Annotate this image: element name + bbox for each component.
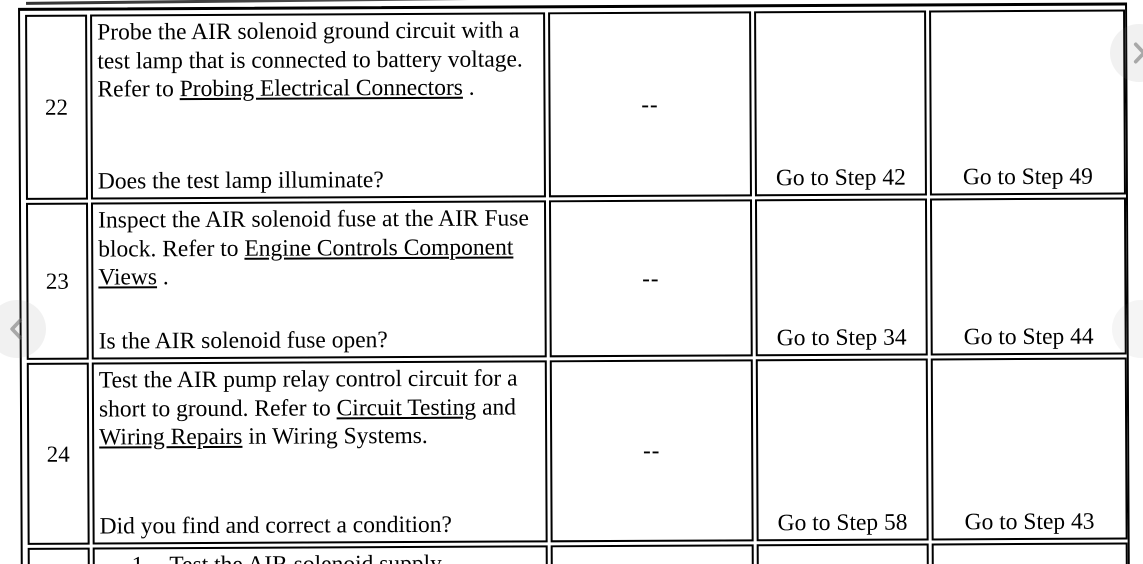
step-number: 24: [46, 441, 70, 467]
list-number: 1.: [132, 551, 150, 564]
yes-result-cell: Go to Step 42: [754, 10, 927, 197]
numbered-action-item: 1. Test the AIR solenoid supply: [100, 549, 540, 564]
yes-result-cell: [756, 543, 929, 564]
reference-link[interactable]: Probing Electrical Connectors: [179, 74, 463, 103]
yes-result-cell: Go to Step 34: [754, 198, 928, 357]
paragraph-spacer: [99, 450, 539, 512]
step-number-cell: 24: [26, 362, 90, 545]
action-question: Did you find and correct a condition?: [99, 511, 453, 540]
value-text: --: [642, 437, 661, 463]
no-result-cell: Go to Step 49: [929, 9, 1126, 196]
chevron-right-icon: [1133, 42, 1143, 64]
action-description-cell: Test the AIR pump relay control circuit …: [91, 360, 548, 545]
no-goto-step[interactable]: Go to Step 44: [963, 323, 1094, 351]
yes-goto-step[interactable]: Go to Step 58: [777, 509, 908, 537]
table-row: 23 Inspect the AIR solenoid fuse at the …: [25, 197, 1127, 360]
action-description-cell: 1. Test the AIR solenoid supply: [92, 545, 548, 564]
no-result-cell: Go to Step 43: [930, 357, 1128, 541]
value-text: --: [641, 91, 659, 117]
yes-goto-step[interactable]: Go to Step 34: [776, 324, 907, 352]
action-text-mid: and: [476, 393, 517, 421]
value-text: [553, 546, 752, 564]
action-text-body: Test the AIR solenoid supply: [169, 550, 442, 564]
table-row: 22 Probe the AIR solenoid ground circuit…: [25, 9, 1126, 200]
action-text-tail: .: [462, 74, 475, 101]
value-cell: --: [549, 359, 754, 543]
action-text-tail: in Wiring Systems.: [242, 422, 428, 450]
no-result-cell: Go to Step 44: [929, 197, 1127, 356]
yes-result-cell: Go to Step 58: [755, 358, 929, 542]
previous-page-button[interactable]: [0, 300, 46, 358]
reference-link-secondary[interactable]: Wiring Repairs: [99, 423, 243, 451]
reference-link[interactable]: Circuit Testing: [336, 394, 477, 421]
chevron-left-icon: [10, 318, 23, 340]
no-result-cell: [931, 542, 1128, 564]
value-cell: --: [548, 199, 753, 358]
step-number: 22: [44, 94, 69, 120]
no-goto-step[interactable]: [934, 545, 1126, 564]
action-description-cell: Inspect the AIR solenoid fuse at the AIR…: [90, 200, 547, 360]
yes-goto-step[interactable]: Go to Step 42: [775, 164, 906, 192]
table-row-partial: 1. Test the AIR solenoid supply: [27, 542, 1128, 564]
action-text-tail: .: [156, 264, 169, 291]
table-row: 24 Test the AIR pump relay control circu…: [26, 357, 1128, 545]
no-goto-step[interactable]: Go to Step 43: [964, 508, 1095, 536]
paragraph-spacer: [98, 102, 538, 167]
value-text: --: [642, 265, 660, 291]
yes-goto-step[interactable]: [759, 545, 927, 564]
action-text: Probe the AIR solenoid ground circuit wi…: [97, 16, 537, 104]
action-question: Does the test lamp illuminate?: [97, 166, 384, 195]
action-question: Is the AIR solenoid fuse open?: [98, 326, 388, 355]
action-text: Inspect the AIR solenoid fuse at the AIR…: [98, 204, 538, 292]
paragraph-spacer: [98, 290, 538, 327]
value-cell: [550, 544, 754, 564]
diagnostic-procedure-table: 22 Probe the AIR solenoid ground circuit…: [22, 6, 1131, 564]
action-description-cell: Probe the AIR solenoid ground circuit wi…: [90, 12, 546, 200]
value-cell: --: [548, 11, 752, 198]
step-number-cell: [27, 547, 90, 564]
step-number: [30, 550, 88, 564]
action-text: Test the AIR pump relay control circuit …: [99, 364, 539, 452]
step-number-cell: 22: [25, 14, 88, 200]
no-goto-step[interactable]: Go to Step 49: [962, 163, 1093, 191]
